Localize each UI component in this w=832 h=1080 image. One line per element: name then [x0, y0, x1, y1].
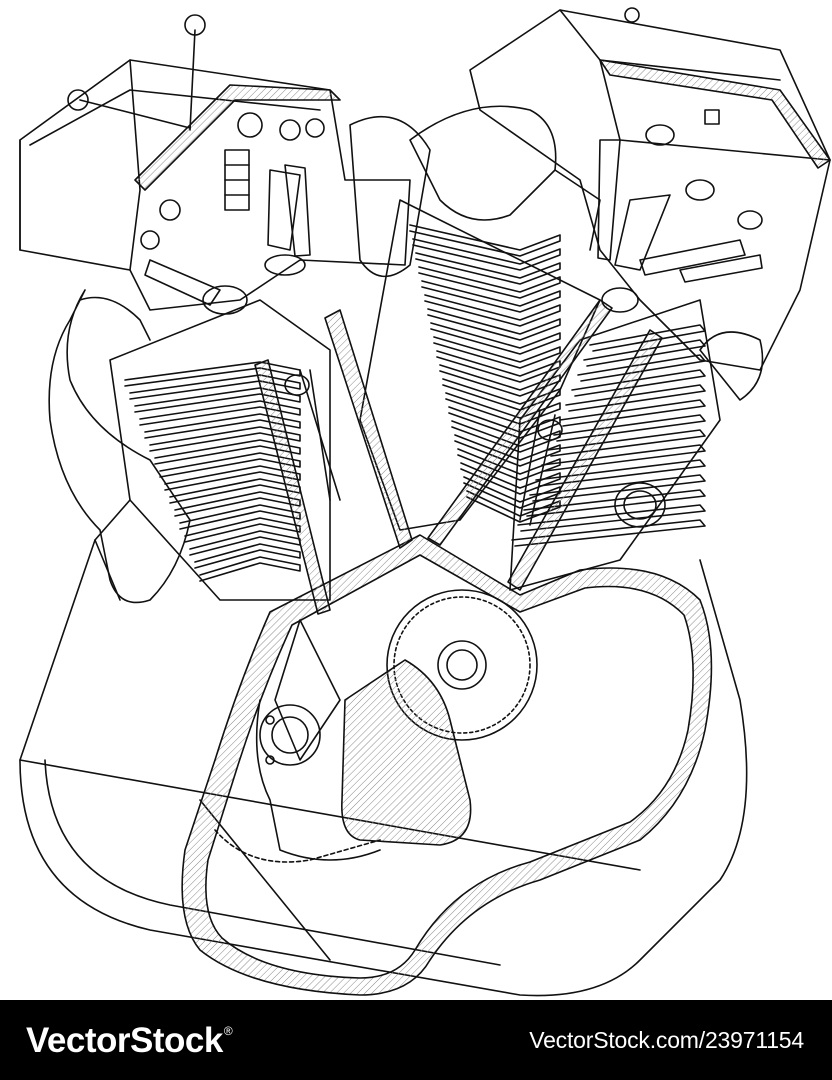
cooling-fin: [430, 322, 561, 355]
cooling-fin: [154, 439, 301, 465]
cooling-fin: [535, 459, 706, 487]
cooling-fin: [460, 462, 561, 495]
cooling-fin: [523, 489, 706, 517]
cooling-fin: [415, 252, 561, 285]
cooling-fin: [174, 491, 301, 517]
cooling-fin: [565, 384, 706, 412]
vectorstock-logo: VectorStock®: [26, 1020, 233, 1060]
cooling-fin: [144, 413, 301, 439]
cylinder-section-walls: [254, 299, 663, 615]
cooling-fin: [124, 361, 301, 387]
cooling-fin: [139, 400, 301, 426]
cooling-fin: [433, 336, 561, 369]
cooling-fin: [199, 556, 301, 582]
intake-manifold: [349, 105, 601, 278]
left-rocker-box: [19, 14, 411, 311]
cooling-fin: [529, 474, 706, 502]
right-cooling-fins: [511, 324, 706, 547]
cooling-fin: [442, 378, 561, 411]
cooling-fin: [427, 308, 561, 341]
cooling-fin: [189, 530, 301, 556]
cooling-fin: [547, 429, 706, 457]
cooling-fin: [421, 280, 561, 313]
cooling-fin: [424, 294, 561, 327]
cooling-fin: [149, 426, 301, 452]
pushrod-tubes: [284, 369, 563, 526]
cooling-fin: [194, 543, 301, 569]
cooling-fin: [164, 465, 301, 491]
cooling-fin: [559, 399, 706, 427]
cooling-fin: [511, 519, 706, 547]
cooling-fin: [541, 444, 706, 472]
trademark-symbol: ®: [223, 1023, 233, 1038]
cooling-fin: [159, 452, 301, 478]
cooling-fin: [409, 224, 561, 257]
cooling-fin: [517, 504, 706, 532]
cooling-fin: [445, 392, 561, 425]
left-valve-train: [140, 112, 325, 315]
cooling-fin: [134, 387, 301, 413]
image-id-credit: VectorStock.com/23971154: [529, 1026, 804, 1053]
cam-cover: [255, 699, 381, 861]
left-exhaust-port: [48, 289, 191, 604]
cooling-fin: [418, 266, 561, 299]
v-twin-engine-cutaway-drawing: [19, 7, 831, 997]
crankcase-section-wall: [181, 534, 713, 996]
right-exhaust-port: [614, 331, 764, 528]
flywheel-gear: [214, 589, 538, 863]
cooling-fin: [412, 238, 561, 271]
connecting-rod-section: [259, 619, 472, 846]
crankcase-outer-body: [19, 499, 748, 997]
left-cylinder-barrel: [109, 299, 331, 601]
cooling-fin: [129, 374, 301, 400]
cooling-fin: [553, 414, 706, 442]
cooling-fin: [184, 517, 301, 543]
cooling-fin: [179, 504, 301, 530]
right-rocker-box: [469, 7, 831, 371]
watermark-footer: VectorStock® VectorStock.com/23971154: [0, 1000, 832, 1080]
right-valve-train: [597, 124, 763, 313]
brand-name: VectorStock: [26, 1020, 223, 1060]
cooling-fin: [169, 478, 301, 504]
